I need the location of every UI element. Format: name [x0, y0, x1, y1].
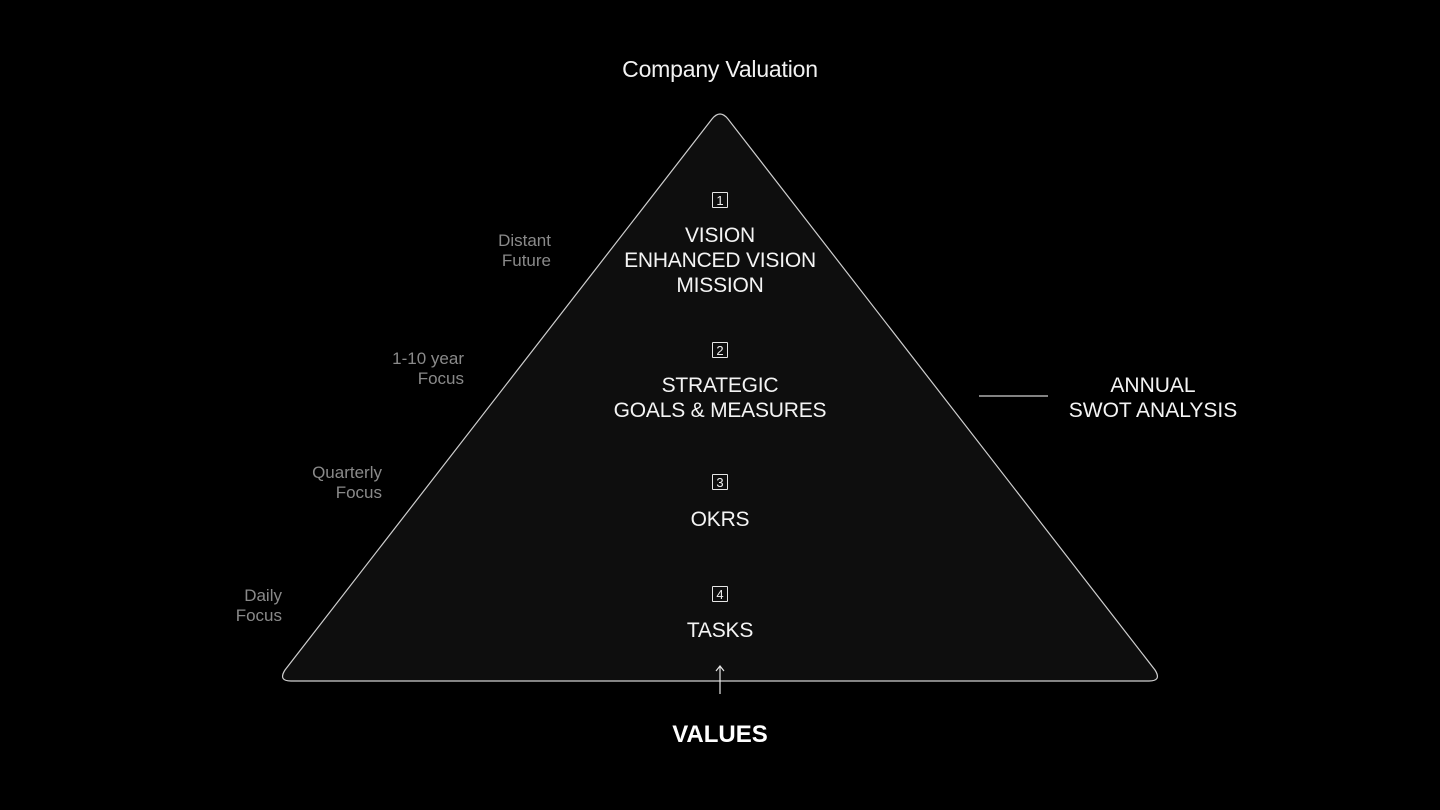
tier-tasks-label: TASKS — [520, 618, 920, 643]
tier-line: GOALS & MEASURES — [613, 399, 827, 422]
focus-label-quarterly: Quarterly Focus — [220, 463, 382, 503]
arrow-up-icon — [715, 665, 725, 694]
tier-number-badge: 2 — [712, 342, 728, 358]
tier-number-badge: 4 — [712, 586, 728, 602]
annual-line: ANNUAL — [1110, 374, 1196, 397]
tier-line: TASKS — [686, 619, 754, 642]
focus-label-distant-future: Distant Future — [400, 231, 551, 271]
tier-line: OKRS — [690, 508, 750, 531]
focus-line: Quarterly — [312, 463, 382, 482]
focus-line: Focus — [335, 483, 382, 502]
focus-line: Future — [501, 251, 551, 270]
focus-line: Distant — [498, 231, 551, 250]
annual-swot-label: ANNUAL SWOT ANALYSIS — [1063, 373, 1243, 423]
annual-line: SWOT ANALYSIS — [1068, 399, 1238, 422]
focus-line: Focus — [235, 606, 282, 625]
tier-number-badge: 1 — [712, 192, 728, 208]
tier-line: MISSION — [676, 274, 764, 297]
focus-line: Daily — [244, 586, 282, 605]
diagram-title: Company Valuation — [622, 56, 818, 82]
tier-okrs-label: OKRS — [520, 507, 920, 532]
focus-label-daily: Daily Focus — [140, 586, 282, 626]
values-label: VALUES — [672, 721, 768, 748]
focus-line: Focus — [417, 369, 464, 388]
tier-line: ENHANCED VISION — [624, 249, 816, 272]
focus-line: 1-10 year — [392, 349, 464, 368]
focus-label-1-10-year: 1-10 year Focus — [300, 349, 464, 389]
tier-line: VISION — [685, 224, 755, 247]
tier-vision-label: VISION ENHANCED VISION MISSION — [520, 223, 920, 298]
tier-strategic-label: STRATEGIC GOALS & MEASURES — [520, 373, 920, 423]
pyramid-outline — [281, 113, 1159, 682]
tier-line: STRATEGIC — [661, 374, 779, 397]
tier-number-badge: 3 — [712, 474, 728, 490]
